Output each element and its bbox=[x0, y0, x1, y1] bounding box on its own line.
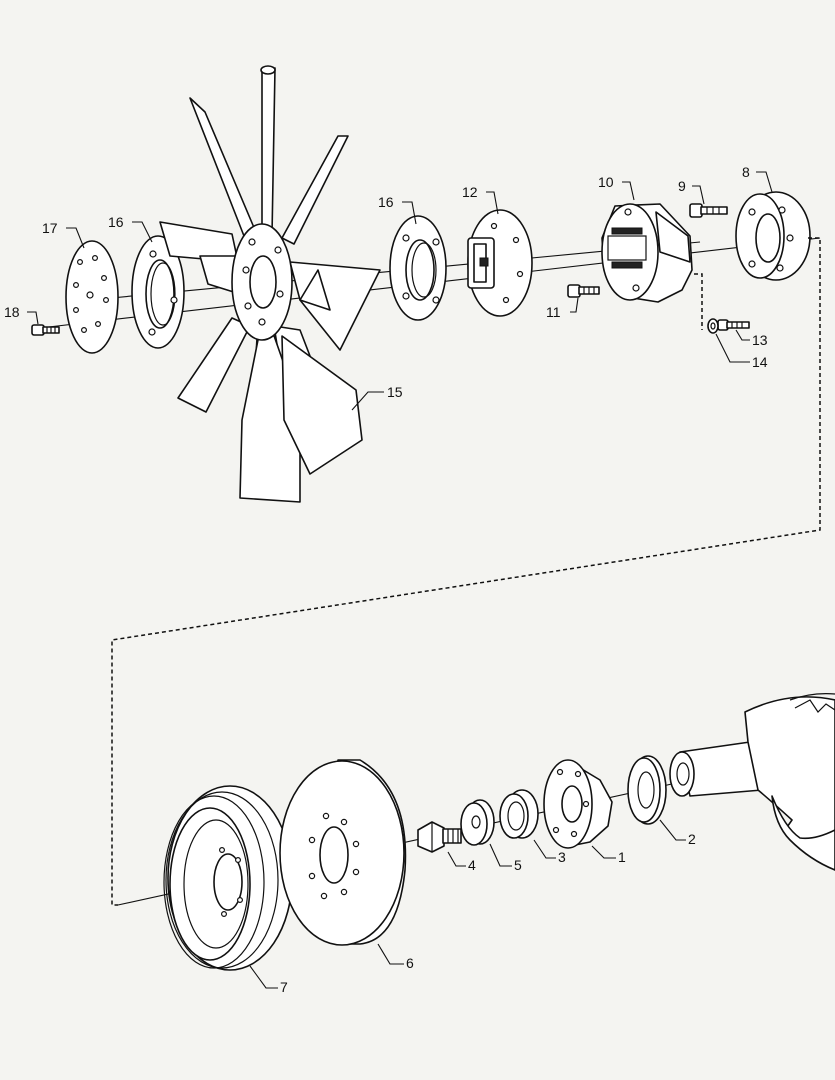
callout-16-right: 16 bbox=[378, 194, 394, 210]
part-3-spacer bbox=[499, 789, 539, 839]
callout-6: 6 bbox=[406, 955, 414, 971]
callout-5: 5 bbox=[514, 857, 522, 873]
callout-labels: 1 2 3 4 5 6 7 8 9 10 11 12 13 14 15 16 1… bbox=[4, 164, 768, 995]
part-6-damper bbox=[279, 759, 407, 946]
callout-16-left: 16 bbox=[108, 214, 124, 230]
part-16-right-flange bbox=[389, 215, 447, 321]
callout-9: 9 bbox=[678, 178, 686, 194]
part-7-pulley bbox=[163, 785, 293, 971]
part-8-flange bbox=[735, 191, 811, 281]
part-9-bolt bbox=[689, 203, 728, 218]
callout-1: 1 bbox=[618, 849, 626, 865]
crankshaft-nose bbox=[669, 693, 835, 871]
part-4-bolt bbox=[417, 821, 462, 853]
part-1-hub bbox=[543, 759, 613, 849]
part-5-washer bbox=[460, 799, 495, 846]
part-18-bolt bbox=[31, 324, 60, 336]
part-10-coupling bbox=[601, 203, 693, 303]
callout-10: 10 bbox=[598, 174, 614, 190]
callout-12: 12 bbox=[462, 184, 478, 200]
part-15-fan bbox=[159, 65, 381, 503]
callout-11: 11 bbox=[546, 304, 561, 320]
callout-17: 17 bbox=[42, 220, 58, 236]
callout-18: 18 bbox=[4, 304, 20, 320]
top-right-dashed-link bbox=[694, 273, 703, 330]
assembly-connector-dashed-line bbox=[111, 237, 821, 906]
part-16-left-flange bbox=[131, 235, 185, 349]
part-13-bolt bbox=[717, 319, 750, 331]
part-12-hub-adapter bbox=[467, 209, 533, 317]
callout-13: 13 bbox=[752, 332, 768, 348]
part-17-plate bbox=[65, 240, 119, 354]
callout-2: 2 bbox=[688, 831, 696, 847]
leader-lines bbox=[27, 171, 773, 989]
callout-7: 7 bbox=[280, 979, 288, 995]
callout-14: 14 bbox=[752, 354, 768, 370]
part-14-washer bbox=[707, 318, 719, 334]
callout-15: 15 bbox=[387, 384, 403, 400]
part-2-seal bbox=[627, 755, 667, 825]
part-11-bolt bbox=[567, 284, 600, 298]
callout-8: 8 bbox=[742, 164, 750, 180]
callout-4: 4 bbox=[468, 857, 476, 873]
callout-3: 3 bbox=[558, 849, 566, 865]
